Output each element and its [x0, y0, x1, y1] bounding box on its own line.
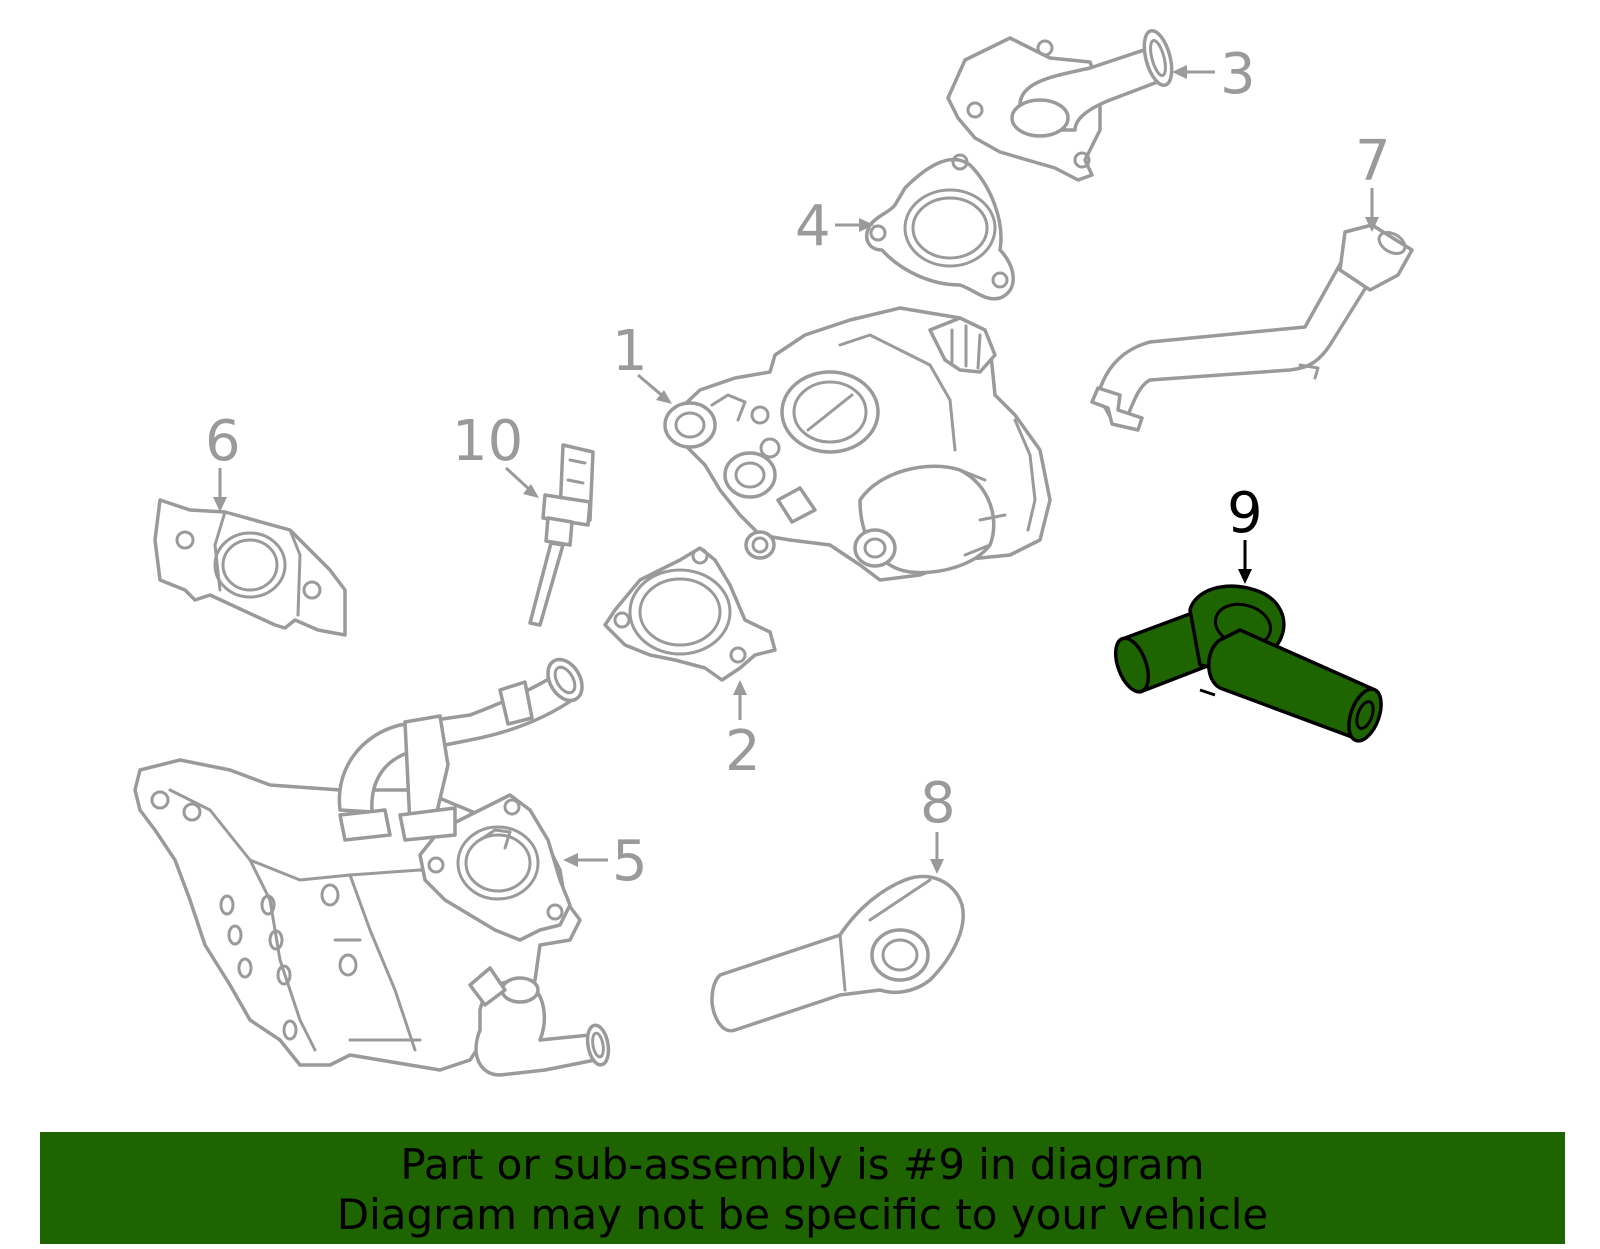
part-10-temp-sensor[interactable]: [528, 443, 595, 627]
callout-4: 4: [795, 194, 831, 259]
part-2-gasket-plate[interactable]: [603, 546, 777, 682]
callout-3: 3: [1220, 42, 1256, 107]
callout-7: 7: [1355, 129, 1391, 194]
part-8-elbow-hose[interactable]: [710, 874, 965, 1033]
part-9-coolant-hose-highlighted[interactable]: [1109, 584, 1387, 745]
callout-1: 1: [612, 319, 648, 384]
part-3-water-pipe[interactable]: [946, 28, 1177, 182]
callout-2: 2: [725, 719, 761, 784]
leader-lines: [213, 65, 1379, 874]
callout-5: 5: [612, 829, 648, 894]
part-5-egr-cooler[interactable]: [133, 653, 611, 1077]
part-4-gasket[interactable]: [865, 153, 1015, 301]
callout-10: 10: [452, 409, 523, 474]
info-banner: Part or sub-assembly is #9 in diagram Di…: [40, 1132, 1565, 1244]
part-6-bracket[interactable]: [153, 498, 347, 637]
banner-line-2: Diagram may not be specific to your vehi…: [336, 1190, 1269, 1239]
callout-numbers: 1 2 3 4 5 6 7 8 9 10: [205, 42, 1391, 894]
part-7-bent-tube[interactable]: [1090, 223, 1414, 432]
callout-6: 6: [205, 409, 241, 474]
banner-line-1: Part or sub-assembly is #9 in diagram: [400, 1140, 1205, 1189]
part-1-egr-valve[interactable]: [663, 306, 1052, 582]
callout-9: 9: [1227, 481, 1263, 546]
callout-8: 8: [920, 771, 956, 836]
